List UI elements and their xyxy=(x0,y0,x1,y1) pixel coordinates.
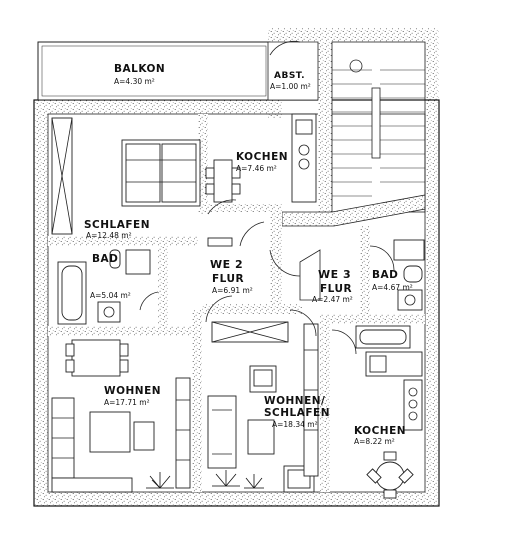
room-area-kochen-we3: A=8.22 m² xyxy=(354,437,395,446)
room-name-abst: ABST. xyxy=(274,71,305,81)
wardrobe xyxy=(51,117,73,235)
living-we2-furniture xyxy=(51,339,191,493)
room-labels: BALKON A=4.30 m² ABST. A=1.00 m² KOCHEN … xyxy=(84,63,413,446)
room-name-balkon: BALKON xyxy=(114,63,165,75)
bed xyxy=(121,139,201,207)
room-area-balkon: A=4.30 m² xyxy=(114,77,155,86)
abst-room xyxy=(267,41,319,101)
bathroom-we2-fixtures xyxy=(57,249,159,325)
room-area-wohnen: A=17.71 m² xyxy=(104,398,150,407)
kitchen-we3-fixtures xyxy=(331,329,423,499)
living-bedroom-we3-furniture xyxy=(207,309,319,493)
balcony xyxy=(37,41,271,101)
room-name-bad-we2: BAD xyxy=(92,253,118,265)
room-area-wohnen-schlafen: A=18.34 m² xyxy=(272,420,318,429)
interior-walls-we2 xyxy=(48,114,302,492)
room-name-schlafen: SCHLAFEN xyxy=(84,219,150,231)
room-area-abst: A=1.00 m² xyxy=(270,82,311,91)
room-area-bad-we2: A=5.04 m² xyxy=(90,291,131,300)
outer-walls xyxy=(33,28,440,507)
room-area-flur-we3: A=2.47 m² xyxy=(312,295,353,304)
stairwell xyxy=(281,40,426,227)
room-name-bad-we3: BAD xyxy=(372,269,398,281)
room-area-flur-we2: A=6.91 m² xyxy=(212,286,253,295)
kitchen-we2-fixtures xyxy=(205,113,317,215)
hall-we2-fixtures xyxy=(205,221,301,323)
unit-label-we3: WE 3 xyxy=(318,268,351,281)
room-name-kochen-we2: KOCHEN xyxy=(236,151,288,163)
room-name-wohnen-schlafen-2: SCHLAFEN xyxy=(264,407,330,419)
room-area-schlafen: A=12.48 m² xyxy=(86,231,132,240)
room-area-bad-we3: A=4.67 m² xyxy=(372,283,413,292)
room-name-wohnen: WOHNEN xyxy=(104,385,161,397)
room-name-wohnen-schlafen-1: WOHNEN/ xyxy=(264,395,325,407)
room-area-kochen-we2: A=7.46 m² xyxy=(236,164,277,173)
room-name-kochen-we3: KOCHEN xyxy=(354,425,406,437)
unit-label-we2: WE 2 xyxy=(210,258,243,271)
room-name-flur-we3: FLUR xyxy=(320,283,352,295)
we3-hall-bath-fixtures xyxy=(299,239,425,349)
room-name-flur-we2: FLUR xyxy=(212,273,244,285)
interior-walls-we3 xyxy=(320,226,425,492)
